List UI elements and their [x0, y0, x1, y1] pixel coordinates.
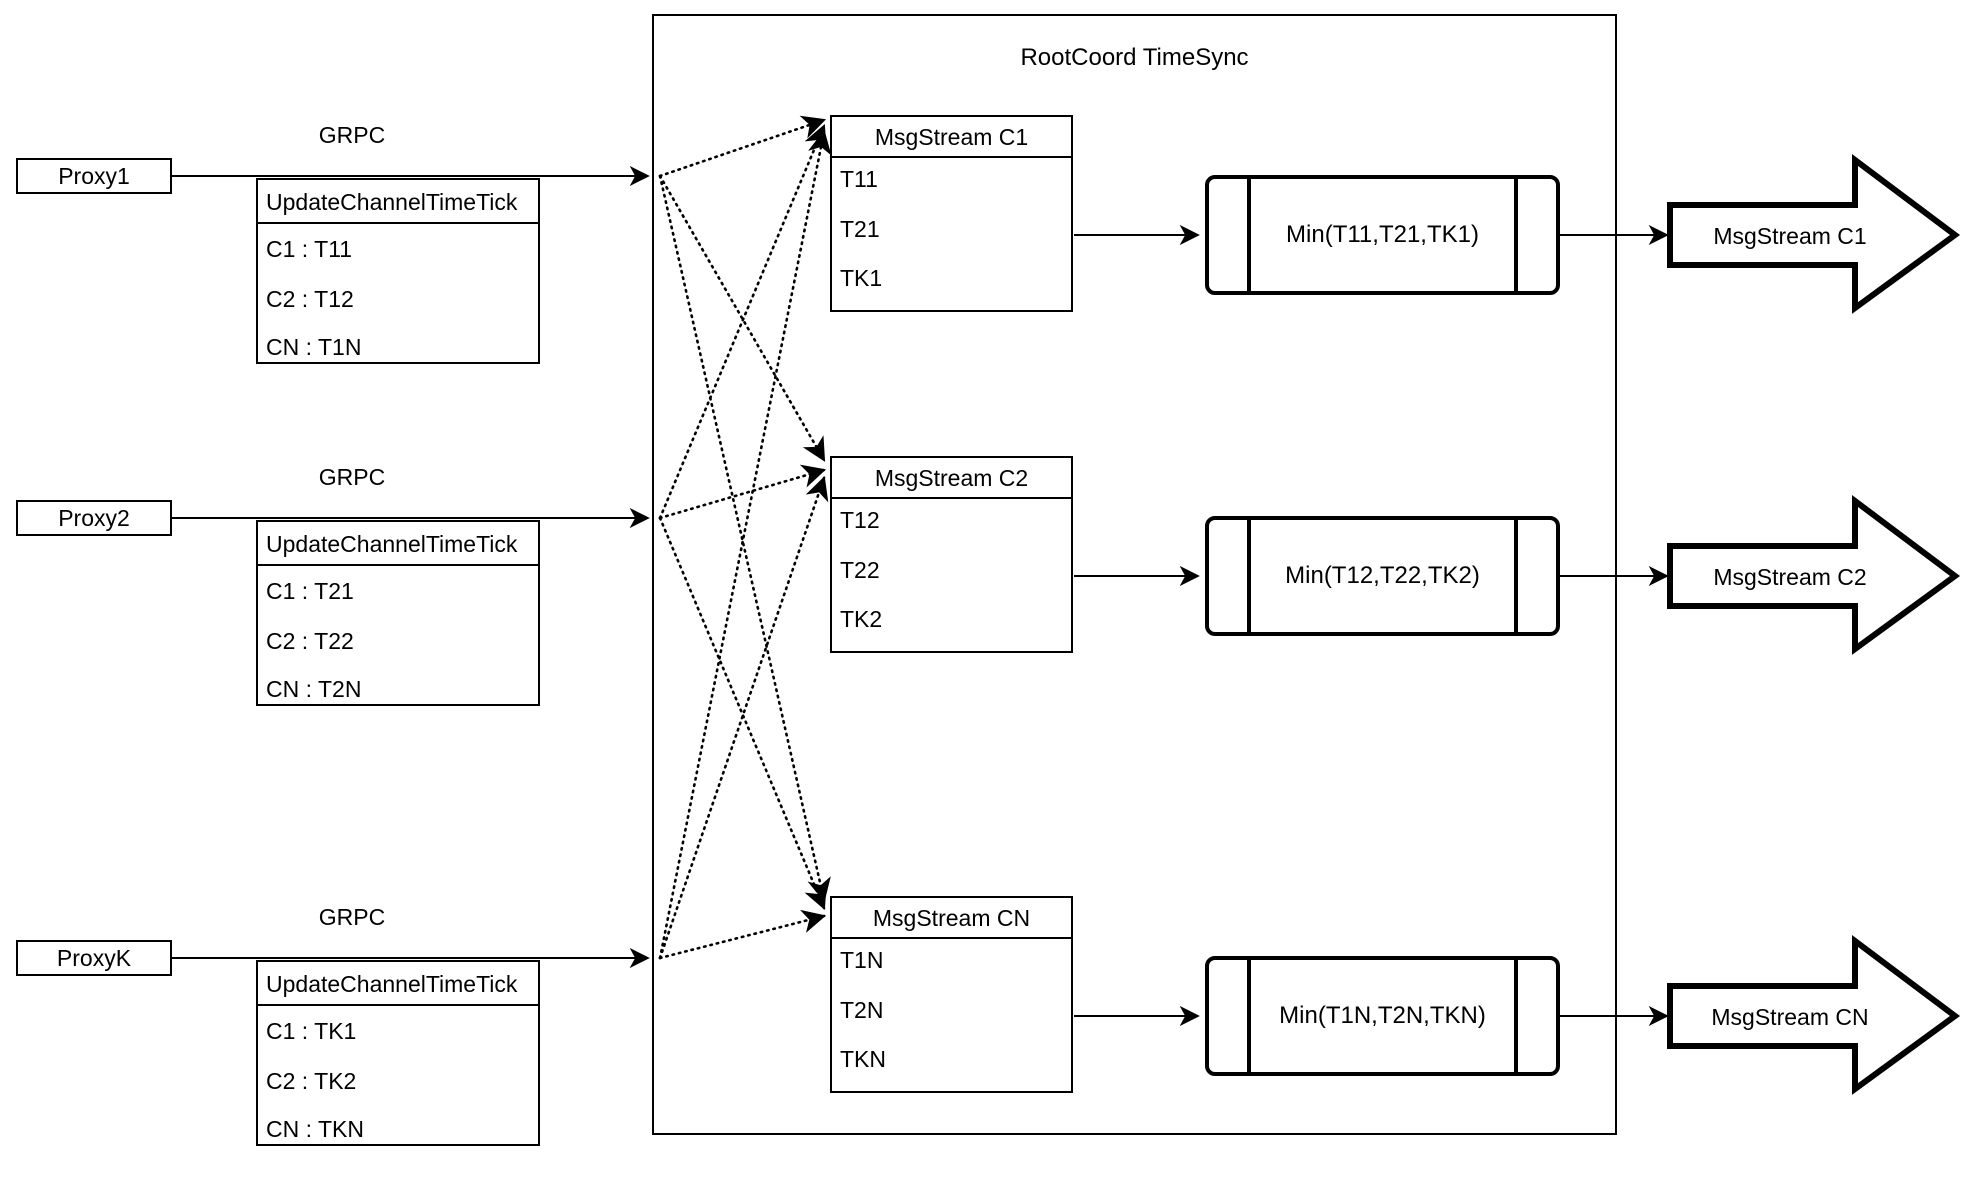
msgstream-tick-1-1: T21 — [840, 216, 880, 242]
uct-row-2-2: CN : T2N — [266, 676, 362, 702]
process-divider-left-3 — [1247, 960, 1251, 1072]
msgstream-box-2: MsgStream C2 T12 T22 TK2 — [830, 456, 1073, 653]
update-channel-timetick-table-3: UpdateChannelTimeTick C1 : TK1 C2 : TK2 … — [256, 960, 540, 1146]
msgstream-box-3: MsgStream CN T1N T2N TKN — [830, 896, 1073, 1093]
proxy-box-3[interactable]: ProxyK — [16, 940, 172, 976]
msgstream-title-2: MsgStream C2 — [832, 458, 1071, 499]
uct-header-1: UpdateChannelTimeTick — [258, 180, 538, 224]
proxy-box-2[interactable]: Proxy2 — [16, 500, 172, 536]
msgstream-tick-3-1: T2N — [840, 997, 884, 1023]
msgstream-title-1: MsgStream C1 — [832, 117, 1071, 158]
uct-row-1-0: C1 : T11 — [266, 236, 353, 262]
process-divider-right-3 — [1514, 960, 1518, 1072]
uct-body-2: C1 : T21 C2 : T22 CN : T2N — [258, 566, 538, 704]
process-divider-right-2 — [1514, 520, 1518, 632]
msgstream-body-2: T12 T22 TK2 — [832, 499, 1071, 651]
rootcoord-timesync-container — [652, 14, 1617, 1135]
msgstream-tick-2-0: T12 — [840, 507, 880, 533]
grpc-label-1: GRPC — [318, 122, 386, 148]
output-stream-label-1: MsgStream C1 — [1713, 223, 1867, 249]
uct-body-1: C1 : T11 C2 : T12 CN : T1N — [258, 224, 538, 362]
msgstream-tick-3-0: T1N — [840, 947, 884, 973]
msgstream-tick-2-2: TK2 — [840, 606, 883, 632]
grpc-label-2: GRPC — [318, 464, 386, 490]
uct-row-1-1: C2 : T12 — [266, 286, 354, 312]
uct-header-3: UpdateChannelTimeTick — [258, 962, 538, 1006]
proxy-label-1: Proxy1 — [58, 162, 130, 189]
min-expression-3: Min(T1N,T2N,TKN) — [1279, 1002, 1486, 1029]
uct-row-3-0: C1 : TK1 — [266, 1018, 357, 1044]
proxy-box-1[interactable]: Proxy1 — [16, 158, 172, 194]
msgstream-box-1: MsgStream C1 T11 T21 TK1 — [830, 115, 1073, 312]
uct-row-2-0: C1 : T21 — [266, 578, 354, 604]
proxy-label-3: ProxyK — [56, 944, 132, 971]
uct-body-3: C1 : TK1 C2 : TK2 CN : TKN — [258, 1006, 538, 1144]
update-channel-timetick-table-2: UpdateChannelTimeTick C1 : T21 C2 : T22 … — [256, 520, 540, 706]
min-process-1: Min(T11,T21,TK1) — [1205, 175, 1560, 295]
min-expression-1: Min(T11,T21,TK1) — [1286, 221, 1479, 248]
msgstream-tick-3-2: TKN — [840, 1046, 886, 1072]
min-expression-2: Min(T12,T22,TK2) — [1285, 562, 1480, 589]
uct-header-2: UpdateChannelTimeTick — [258, 522, 538, 566]
output-stream-label-2: MsgStream C2 — [1713, 564, 1867, 590]
msgstream-body-1: T11 T21 TK1 — [832, 158, 1071, 310]
uct-row-3-1: C2 : TK2 — [266, 1068, 357, 1094]
rootcoord-timesync-title: RootCoord TimeSync — [1020, 44, 1249, 71]
msgstream-tick-1-2: TK1 — [840, 265, 883, 291]
min-process-2: Min(T12,T22,TK2) — [1205, 516, 1560, 636]
msgstream-title-3: MsgStream CN — [832, 898, 1071, 939]
proxy-label-2: Proxy2 — [58, 504, 130, 531]
process-divider-left-2 — [1247, 520, 1251, 632]
uct-row-3-2: CN : TKN — [266, 1116, 364, 1142]
msgstream-tick-2-1: T22 — [840, 557, 880, 583]
msgstream-body-3: T1N T2N TKN — [832, 939, 1071, 1091]
update-channel-timetick-table-1: UpdateChannelTimeTick C1 : T11 C2 : T12 … — [256, 178, 540, 364]
grpc-label-3: GRPC — [318, 904, 386, 930]
msgstream-tick-1-0: T11 — [840, 166, 878, 192]
uct-row-1-2: CN : T1N — [266, 334, 362, 360]
uct-row-2-1: C2 : T22 — [266, 628, 354, 654]
min-process-3: Min(T1N,T2N,TKN) — [1205, 956, 1560, 1076]
output-stream-label-3: MsgStream CN — [1711, 1004, 1869, 1030]
process-divider-right-1 — [1514, 179, 1518, 291]
process-divider-left-1 — [1247, 179, 1251, 291]
